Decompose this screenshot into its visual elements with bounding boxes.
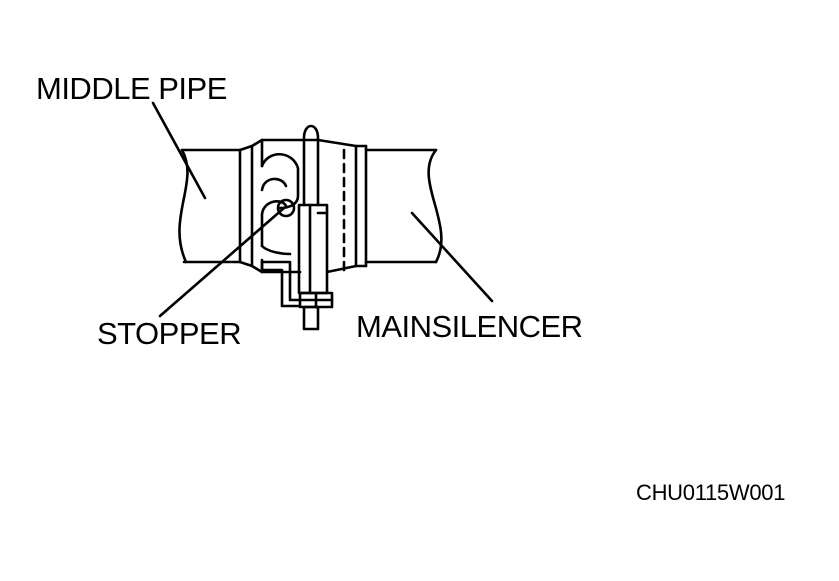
bracket [260,260,302,308]
leader-middle-pipe [151,101,207,200]
label-main-silencer: MAINSILENCER [356,309,583,344]
label-middle-pipe: MIDDLE PIPE [36,71,227,106]
figure-code: CHU0115W001 [636,480,786,505]
main-silencer [316,138,443,274]
silencer-break [427,148,443,264]
leader-lines [151,101,494,318]
clamp-bolt [297,124,334,331]
leader-main-silencer [410,211,494,303]
stopper [276,198,296,218]
label-stopper: STOPPER [97,316,242,351]
leader-stopper [158,206,286,318]
silencer-flange-top [316,138,368,148]
silencer-flange-bottom [325,264,368,274]
middle-pipe-break [178,148,189,264]
